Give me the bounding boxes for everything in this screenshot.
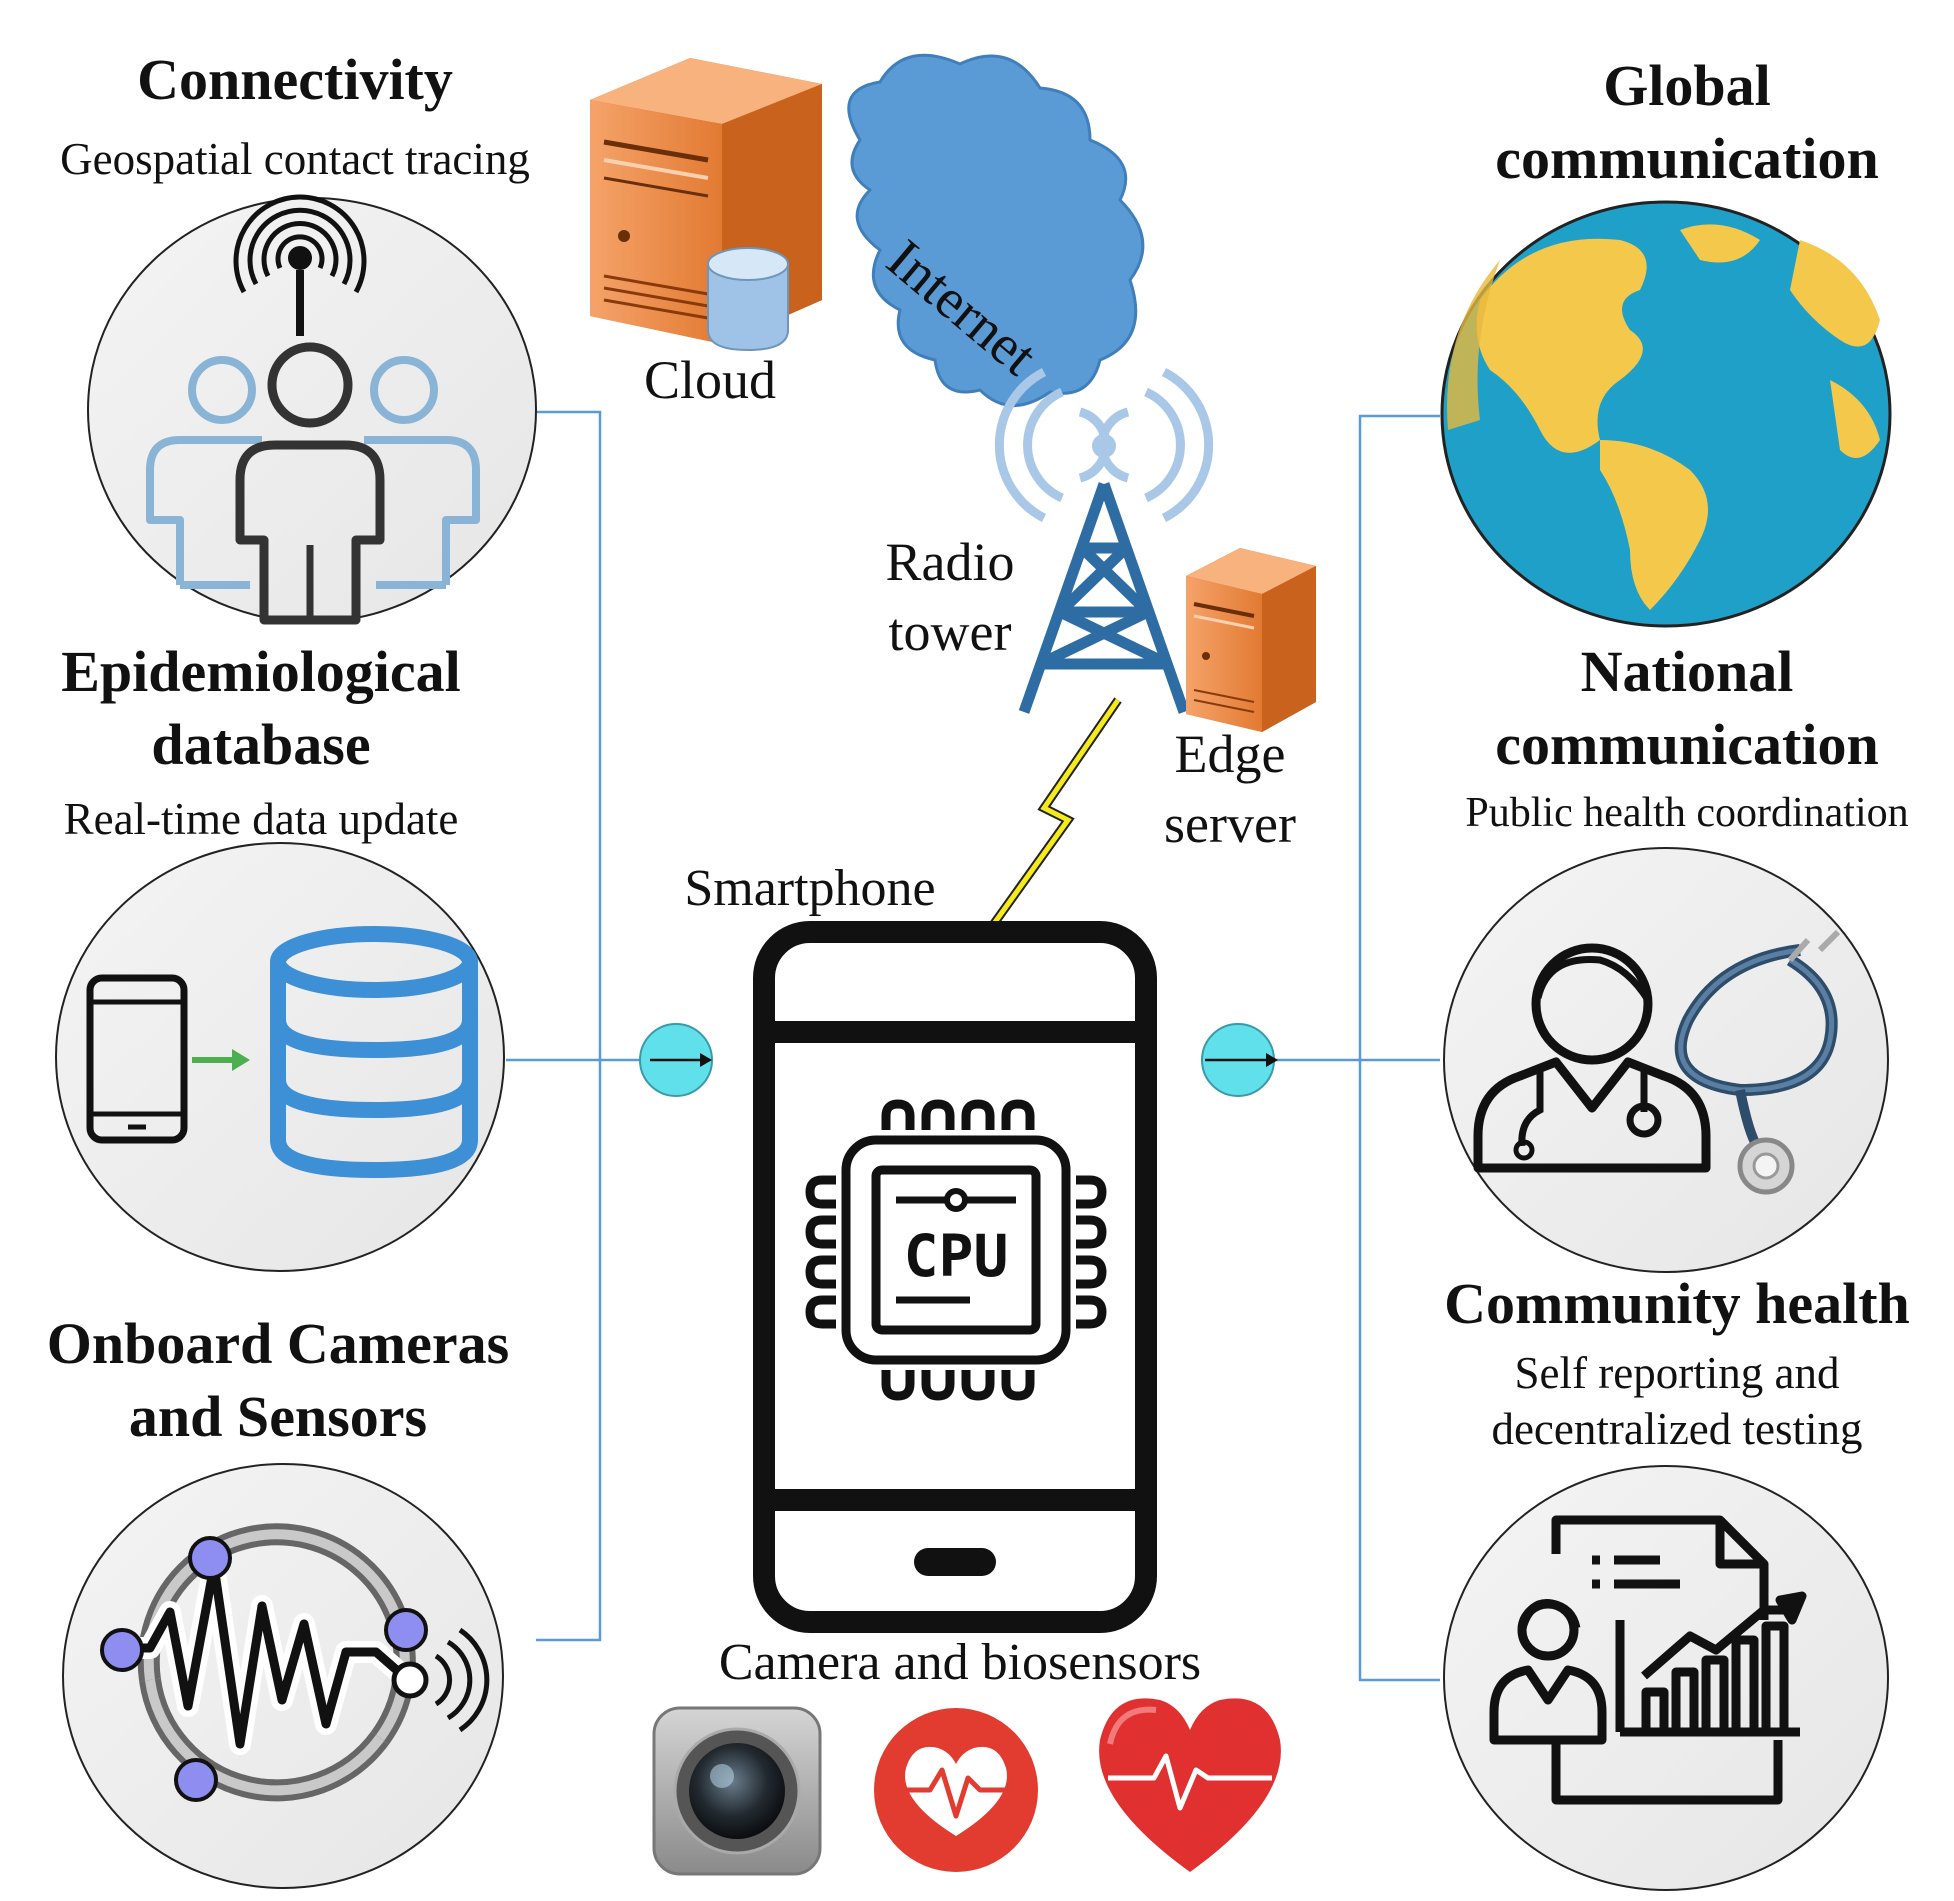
global-title-line2: communication — [1495, 125, 1879, 191]
national-title-line2: communication — [1495, 711, 1879, 777]
database-icon — [270, 926, 478, 1179]
onboard-title-line2: and Sensors — [128, 1383, 428, 1449]
edge-server-label: Edge server — [1130, 724, 1330, 855]
cloud-label: Cloud — [643, 350, 777, 410]
onboard-title-line1: Onboard Cameras — [46, 1311, 510, 1376]
doctor-stethoscope-icon — [1473, 929, 1841, 1195]
smartphone-label: Smartphone — [684, 860, 936, 917]
sensor-network-icon — [100, 1523, 490, 1802]
epidemiological-title-line1: Epidemiological — [61, 639, 461, 704]
epidemiological-subtitle: Real-time data update — [63, 794, 459, 844]
radio-tower-line2: tower — [888, 602, 1012, 663]
community-subtitle-line2: decentralized testing — [1491, 1404, 1863, 1455]
national-title: National communication — [1420, 639, 1954, 778]
heart-rate-badge-icon — [874, 1708, 1038, 1872]
national-title-line1: National — [1580, 639, 1794, 704]
epidemiological-title: Epidemiological database — [0, 639, 522, 778]
edge-server-line2: server — [1164, 794, 1296, 855]
wireless-signal-icon — [984, 697, 1122, 935]
right-connector-node — [1201, 1023, 1278, 1097]
cloud-database-icon — [707, 247, 789, 352]
smartphone-icon — [753, 921, 1157, 1633]
internet-cloud-icon — [847, 53, 1145, 407]
sensors-caption: Camera and biosensors — [718, 1634, 1202, 1691]
connectivity-title: Connectivity — [137, 47, 453, 112]
community-subtitle: Self reporting and decentralized testing — [1400, 1348, 1954, 1455]
wifi-antenna-icon — [233, 194, 367, 336]
camera-icon — [652, 1706, 822, 1876]
cpu-label: CPU — [903, 1222, 1009, 1290]
connectivity-subtitle: Geospatial contact tracing — [60, 134, 530, 184]
globe-icon — [1440, 200, 1892, 628]
global-title: Global communication — [1420, 53, 1954, 192]
radio-tower-label: Radio tower — [860, 532, 1040, 663]
radio-tower-line1: Radio — [885, 532, 1015, 592]
health-report-icon — [1489, 1515, 1807, 1805]
people-group-icon — [146, 342, 480, 625]
community-title: Community health — [1444, 1271, 1910, 1336]
left-connector-node — [639, 1023, 713, 1097]
edge-server-line1: Edge — [1174, 724, 1286, 784]
cpu-chip-icon — [805, 1099, 1107, 1401]
phone-icon — [86, 974, 188, 1144]
radio-tower-icon — [994, 367, 1214, 714]
sync-arrow-icon — [192, 1049, 250, 1071]
onboard-title: Onboard Cameras and Sensors — [0, 1311, 556, 1450]
edge-server-icon — [1186, 548, 1316, 732]
community-subtitle-line1: Self reporting and — [1514, 1348, 1840, 1398]
epidemiological-title-line2: database — [151, 711, 371, 777]
right-bracket-line — [1358, 414, 1440, 1682]
national-subtitle: Public health coordination — [1465, 790, 1909, 836]
global-title-line1: Global — [1603, 53, 1771, 118]
heart-rate-icon — [1099, 1698, 1281, 1872]
left-bracket-line — [536, 410, 602, 1642]
